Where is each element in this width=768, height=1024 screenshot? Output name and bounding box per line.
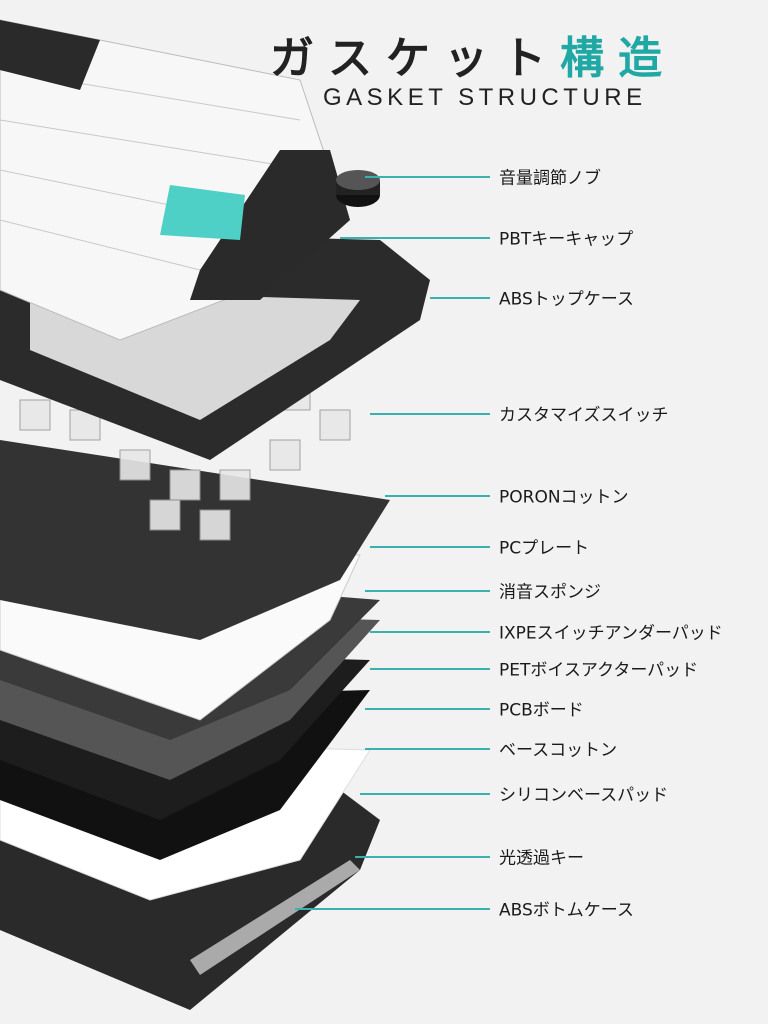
layer-label: IXPEスイッチアンダーパッド (499, 623, 723, 644)
leader-line (430, 297, 490, 299)
page-subtitle: GASKET STRUCTURE (323, 84, 647, 111)
leader-line (365, 708, 490, 710)
leader-line (340, 237, 490, 239)
enter-key-teal (160, 185, 245, 240)
bottom-case-edge (190, 860, 360, 975)
layer-label: PETボイスアクターパッド (499, 660, 699, 681)
leader-line (370, 413, 490, 415)
leader-line (370, 631, 490, 633)
dark-keycaps-right (190, 150, 350, 300)
leader-line (385, 495, 490, 497)
layer-label: PBTキーキャップ (499, 229, 634, 250)
switches-layer (19, 379, 351, 541)
layer-label: PCBボード (499, 700, 584, 721)
leader-line (355, 856, 490, 858)
layer-label: ABSボトムケース (499, 900, 634, 921)
pc-plate-layer (0, 440, 390, 640)
page-title: ガスケット構造 (270, 22, 676, 86)
layer-label: カスタマイズスイッチ (499, 405, 669, 426)
layer-label: シリコンベースパッド (499, 785, 669, 806)
title-accent: 構造 (560, 33, 676, 84)
layer-label: ベースコットン (499, 740, 618, 761)
volume-knob (336, 170, 380, 207)
layer-label: PORONコットン (499, 487, 629, 508)
leader-line (365, 176, 490, 178)
leader-line (370, 546, 490, 548)
layer-label: 光透過キー (499, 848, 584, 869)
dark-keycaps (0, 20, 100, 90)
layer-label: 消音スポンジ (499, 582, 601, 603)
leader-line (370, 668, 490, 670)
leader-line (365, 748, 490, 750)
layer-label: 音量調節ノブ (499, 168, 601, 189)
title-main: ガスケット (270, 33, 560, 84)
leader-line (295, 908, 490, 910)
leader-line (360, 793, 490, 795)
layer-label: PCプレート (499, 538, 590, 559)
layer-label: ABSトップケース (499, 289, 634, 310)
leader-line (365, 590, 490, 592)
